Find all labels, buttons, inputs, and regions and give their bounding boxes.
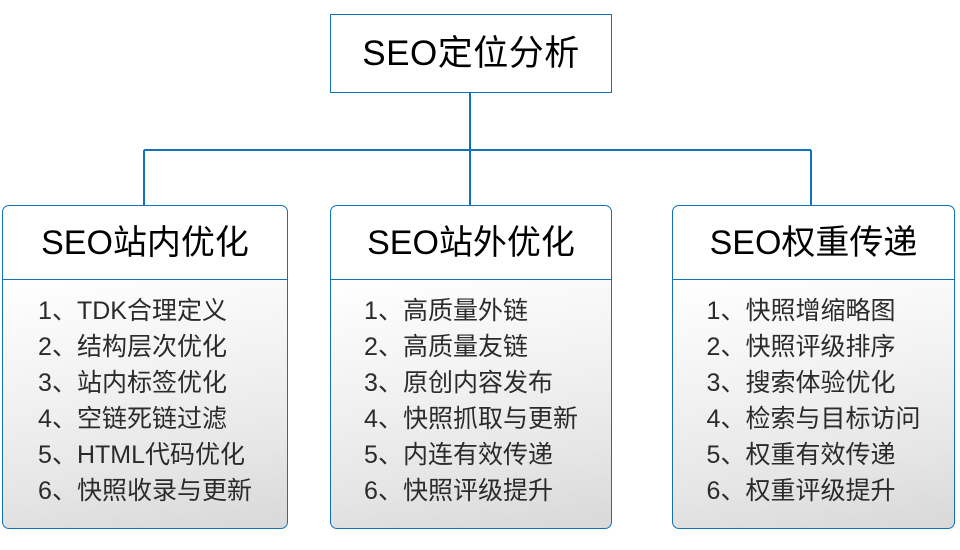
branch-2-body: 1、高质量外链 2、高质量友链 3、原创内容发布 4、快照抓取与更新 5、内连有… [330, 278, 612, 530]
branch-column-3: SEO权重传递 1、快照增缩略图 2、快照评级排序 3、搜索体验优化 4、检索与… [672, 205, 955, 531]
list-item: 2、快照评级排序 [706, 333, 896, 362]
list-item: 1、快照增缩略图 [706, 297, 896, 326]
branch-1-header-label: SEO站内优化 [41, 223, 249, 262]
list-item: 5、权重有效传递 [706, 441, 896, 470]
branch-3-list: 1、快照增缩略图 2、快照评级排序 3、搜索体验优化 4、检索与目标访问 5、权… [707, 293, 921, 509]
list-item: 2、高质量友链 [364, 333, 528, 362]
list-item: 2、结构层次优化 [38, 333, 227, 362]
branch-1-list: 1、TDK合理定义 2、结构层次优化 3、站内标签优化 4、空链死链过滤 5、H… [38, 293, 252, 509]
branch-3-header-label: SEO权重传递 [709, 223, 918, 262]
list-item: 6、快照收录与更新 [38, 477, 252, 506]
list-item: 1、TDK合理定义 [38, 297, 227, 326]
root-node: SEO定位分析 [330, 14, 612, 93]
list-item: 3、站内标签优化 [38, 369, 227, 398]
branch-2-header-label: SEO站外优化 [367, 223, 575, 262]
list-item: 3、原创内容发布 [364, 369, 553, 398]
list-item: 4、空链死链过滤 [38, 405, 227, 434]
branch-3-header: SEO权重传递 [672, 205, 955, 280]
root-node-label: SEO定位分析 [362, 34, 580, 73]
branch-2-list: 1、高质量外链 2、高质量友链 3、原创内容发布 4、快照抓取与更新 5、内连有… [364, 293, 578, 509]
list-item: 6、权重评级提升 [706, 477, 896, 506]
list-item: 5、HTML代码优化 [38, 441, 246, 470]
branch-1-body: 1、TDK合理定义 2、结构层次优化 3、站内标签优化 4、空链死链过滤 5、H… [2, 278, 288, 530]
branch-column-1: SEO站内优化 1、TDK合理定义 2、结构层次优化 3、站内标签优化 4、空链… [2, 205, 288, 531]
branch-1-header: SEO站内优化 [2, 205, 288, 280]
branch-2-header: SEO站外优化 [330, 205, 612, 280]
list-item: 1、高质量外链 [364, 297, 528, 326]
list-item: 4、快照抓取与更新 [364, 405, 578, 434]
list-item: 5、内连有效传递 [364, 441, 553, 470]
list-item: 4、检索与目标访问 [706, 405, 921, 434]
branch-column-2: SEO站外优化 1、高质量外链 2、高质量友链 3、原创内容发布 4、快照抓取与… [330, 205, 612, 531]
list-item: 3、搜索体验优化 [706, 369, 896, 398]
branch-3-body: 1、快照增缩略图 2、快照评级排序 3、搜索体验优化 4、检索与目标访问 5、权… [672, 278, 955, 530]
list-item: 6、快照评级提升 [364, 477, 553, 506]
